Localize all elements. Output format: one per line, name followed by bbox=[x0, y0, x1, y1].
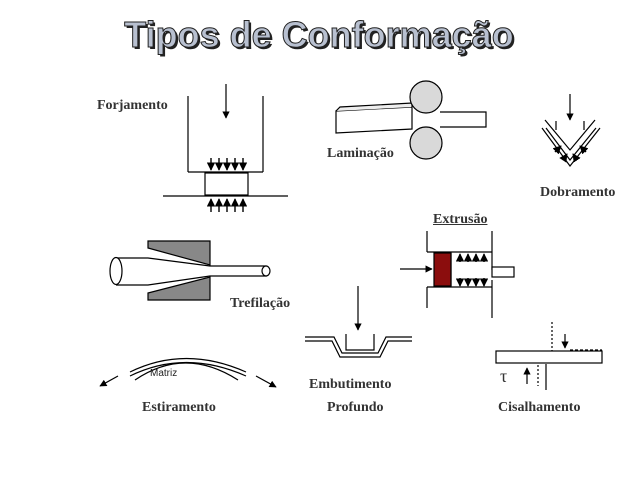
label-cisalhamento: Cisalhamento bbox=[498, 400, 581, 415]
label-laminacao: Laminação bbox=[327, 146, 394, 161]
label-profundo: Profundo bbox=[327, 400, 384, 415]
label-embutimento: Embutimento bbox=[309, 377, 392, 392]
estiramento-diagram bbox=[99, 357, 277, 388]
label-trefilacao: Trefilação bbox=[230, 296, 291, 311]
laminacao-diagram bbox=[335, 80, 487, 160]
extrusao-diagram bbox=[400, 231, 515, 318]
cisalhamento-diagram bbox=[495, 322, 603, 390]
embutimento-diagram bbox=[305, 286, 412, 358]
dobramento-diagram bbox=[541, 94, 601, 167]
label-extrusao: Extrusão bbox=[433, 212, 488, 227]
label-tau: τ bbox=[500, 366, 508, 386]
label-dobramento: Dobramento bbox=[540, 185, 616, 200]
label-forjamento: Forjamento bbox=[97, 98, 168, 113]
page-title: Tipos de Conformação bbox=[124, 14, 514, 56]
label-matriz: Matriz bbox=[150, 368, 178, 379]
label-estiramento: Estiramento bbox=[142, 400, 216, 415]
forjamento-diagram bbox=[163, 84, 288, 212]
trefilacao-diagram bbox=[109, 240, 271, 301]
